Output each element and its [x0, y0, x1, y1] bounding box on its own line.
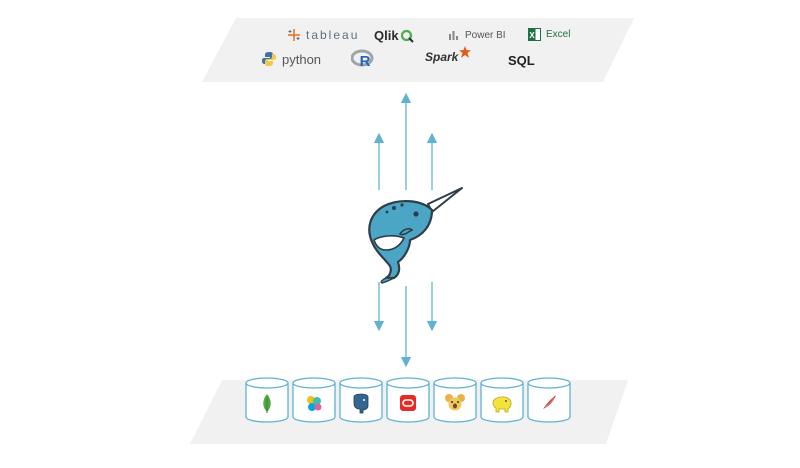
- tableau-cross-icon: [288, 29, 300, 41]
- elastic-blob-icon: [307, 396, 322, 411]
- database-cylinder: [433, 377, 477, 423]
- mongodb-leaf-icon: [263, 394, 271, 413]
- database-cylinder: [339, 377, 383, 423]
- oracle-ring-icon: [400, 395, 416, 411]
- spark-label: Spark: [425, 50, 459, 64]
- r-ring-icon: R: [351, 49, 374, 69]
- sql-logo: SQL: [508, 53, 535, 68]
- powerbi-logo: Power BI: [448, 29, 506, 41]
- database-cylinder: [527, 377, 571, 423]
- spark-star-icon: [459, 46, 472, 58]
- qlik-logo: Qlik: [374, 28, 414, 43]
- database-cylinder: [386, 377, 430, 423]
- tableau-logo: tableau: [287, 28, 359, 42]
- narwhal-mascot-icon: [368, 187, 463, 284]
- powerbi-bars-icon: [449, 31, 458, 40]
- r-logo: R: [351, 49, 375, 69]
- qlik-q-icon: [400, 29, 414, 43]
- python-logo: python: [261, 51, 321, 67]
- excel-x-icon: X: [528, 28, 541, 41]
- sqlserver-feather-icon: [543, 395, 556, 409]
- qlik-label: Qlik: [374, 28, 399, 43]
- koala-face-icon: [445, 394, 465, 411]
- database-cylinder: [245, 377, 289, 423]
- excel-logo: X Excel: [528, 28, 570, 41]
- tableau-label: tableau: [306, 28, 360, 42]
- database-cylinder: [480, 377, 524, 423]
- svg-text:R: R: [360, 53, 371, 69]
- sql-label: SQL: [508, 53, 535, 68]
- spark-logo: Spark: [425, 46, 472, 64]
- excel-label: Excel: [546, 29, 571, 40]
- python-label: python: [282, 51, 322, 67]
- python-snakes-icon: [262, 52, 276, 66]
- database-cylinder: [292, 377, 336, 423]
- svg-text:X: X: [529, 31, 535, 40]
- powerbi-label: Power BI: [465, 29, 506, 41]
- postgresql-elephant-icon: [353, 393, 369, 414]
- hadoop-elephant-icon: [492, 396, 512, 413]
